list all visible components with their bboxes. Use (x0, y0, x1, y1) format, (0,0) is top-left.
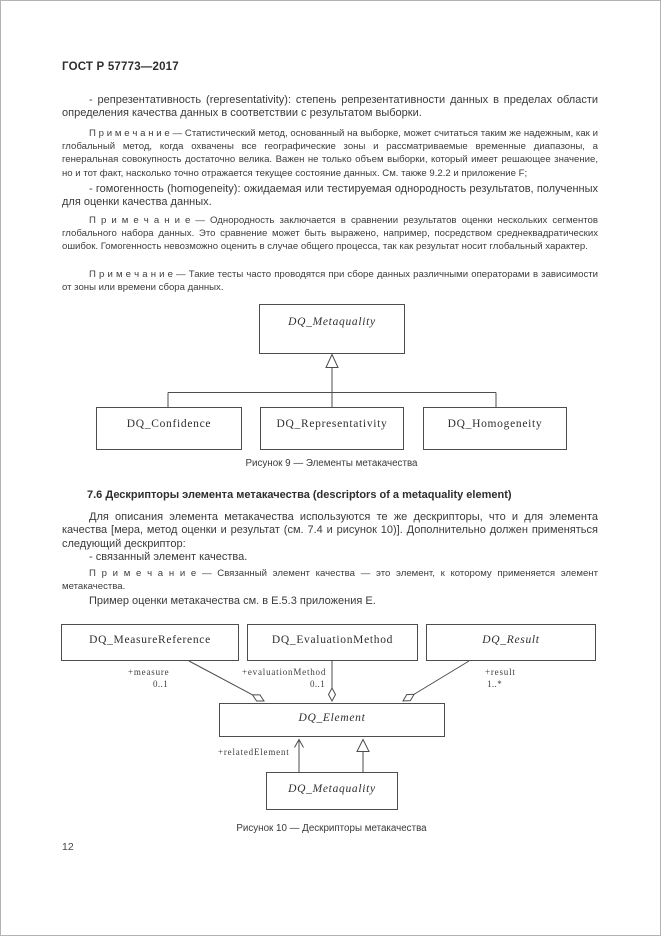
note-homogeneity-comparison: П р и м е ч а н и е — Однородность заклю… (62, 215, 598, 253)
role-label-result: +result (485, 667, 516, 678)
cardinality-evaluation-method: 0..1 (310, 679, 326, 690)
inheritance-triangle-icon (356, 738, 370, 753)
uml-box-evaluation-method: DQ_EvaluationMethod (247, 624, 418, 662)
note-statistical-method: П р и м е ч а н и е — Статистический мет… (62, 128, 598, 179)
uml-box-result: DQ_Result (426, 624, 596, 662)
uml-box-confidence: DQ_Confidence (96, 407, 242, 450)
paragraph-representativity: - репрезентативность (representativity):… (62, 94, 598, 120)
role-label-evaluation-method: +evaluationMethod (242, 667, 327, 678)
uml-box-representativity: DQ_Representativity (260, 407, 404, 450)
paragraph-homogeneity: - гомогенность (homogeneity): ожидаемая … (62, 183, 598, 209)
paragraph-descriptors-intro: Для описания элемента метакачества испол… (62, 511, 598, 550)
role-label-measure: +measure (128, 667, 170, 678)
document-header: ГОСТ Р 57773—2017 (62, 61, 179, 73)
figure-10-diagram: DQ_MeasureReference DQ_EvaluationMethod … (1, 620, 660, 838)
uml-box-homogeneity: DQ_Homogeneity (423, 407, 567, 450)
bullet-related-element: - связанный элемент качества. (89, 551, 248, 564)
note-related-element: П р и м е ч а н и е — Связанный элемент … (62, 568, 598, 593)
figure-9-caption: Рисунок 9 — Элементы метакачества (245, 458, 418, 469)
figure-10-connectors (188, 660, 470, 773)
paragraph-example-ref: Пример оценки метакачества см. в Е.5.3 п… (89, 595, 376, 608)
cardinality-result: 1..* (487, 679, 503, 690)
uml-box-metaquality-2: DQ_Metaquality (266, 772, 398, 811)
aggregation-line-result (402, 660, 470, 702)
inheritance-triangle-icon (325, 353, 339, 368)
page-number: 12 (62, 841, 74, 853)
uml-box-element: DQ_Element (219, 703, 445, 738)
figure-9-diagram: DQ_Metaquality DQ_Confidence DQ_Represen… (1, 301, 660, 476)
uml-box-measure-reference: DQ_MeasureReference (61, 624, 239, 662)
note-tests-operators: П р и м е ч а н и е — Такие тесты часто … (62, 269, 598, 294)
role-label-related-element: +relatedElement (218, 747, 290, 758)
uml-box-metaquality: DQ_Metaquality (259, 304, 405, 354)
figure-9-connectors (167, 353, 497, 407)
section-heading-7-6: 7.6 Дескрипторы элемента метакачества (d… (87, 489, 512, 501)
cardinality-measure: 0..1 (153, 679, 169, 690)
aggregation-line-measure (188, 660, 265, 702)
figure-10-caption: Рисунок 10 — Дескрипторы метакачества (236, 823, 427, 835)
page-content: ГОСТ Р 57773—2017 - репрезентативность (… (1, 1, 660, 838)
